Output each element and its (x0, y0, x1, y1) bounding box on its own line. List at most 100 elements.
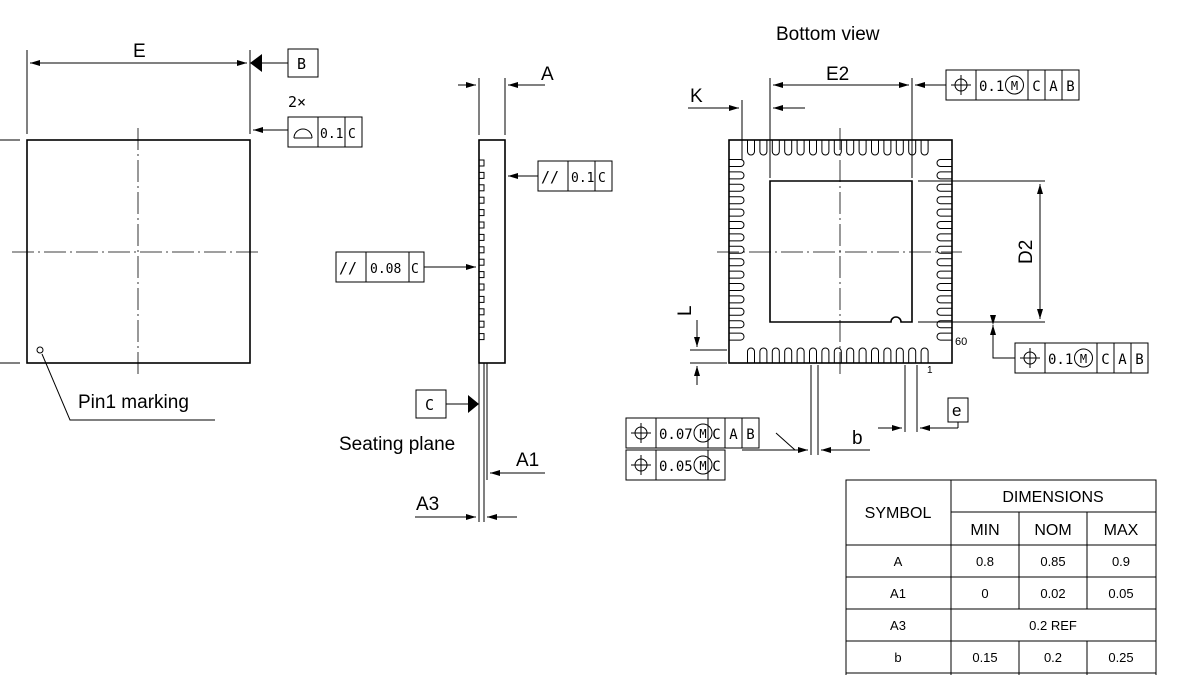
side-pad (478, 258, 485, 266)
col-max: MAX (1104, 522, 1139, 539)
exposed-pad (769, 180, 913, 323)
modifier-label: M (699, 459, 706, 473)
pad (895, 347, 904, 363)
datum-ref: C (712, 427, 720, 443)
dim-A3-label: A3 (416, 494, 439, 515)
side-pad (478, 171, 485, 179)
pad (936, 270, 952, 279)
table-row: b 0.15 0.2 0.25 (894, 650, 1133, 665)
pad (729, 332, 745, 341)
tolerance-value: 0.1 (979, 79, 1004, 95)
side-view: A // 0.1 C // 0.08 C C Seating plane A1 … (335, 64, 613, 522)
parallel-tolerance-1: 0.1 (571, 171, 594, 186)
cell-symbol: A1 (890, 586, 906, 601)
pad (771, 347, 780, 363)
mmc-modifier (1074, 348, 1093, 368)
pad (759, 140, 768, 156)
pad (796, 347, 805, 363)
pad (920, 347, 929, 363)
side-pad (478, 196, 485, 204)
cell-min: 0.15 (972, 650, 997, 665)
tolerance-value: 0.05 (659, 459, 693, 475)
parallel-datum-2: C (411, 262, 419, 277)
pad (784, 140, 793, 156)
bottom-view-title: Bottom view (776, 24, 880, 45)
pad (729, 233, 745, 242)
cell-max: 0.25 (1108, 650, 1133, 665)
pads (729, 140, 952, 363)
datum-B-label: B (297, 55, 306, 73)
pad (729, 171, 745, 180)
pad (936, 208, 952, 217)
datum-C-label: C (425, 396, 434, 414)
pad (936, 221, 952, 229)
pad (729, 208, 745, 217)
pin-1-label: 1 (927, 365, 933, 376)
pad (920, 140, 929, 156)
side-pad (478, 209, 485, 217)
pad (729, 159, 745, 167)
position-icon (631, 423, 651, 443)
dim-E-label: E (133, 41, 146, 62)
symbol-header: SYMBOL (865, 505, 932, 522)
datum-triangle-icon (250, 54, 262, 72)
profile-tolerance: 0.1 (320, 127, 343, 142)
side-pad (478, 283, 485, 291)
pad (936, 307, 952, 316)
pad (759, 347, 768, 363)
dimensions-header: DIMENSIONS (1002, 489, 1103, 506)
pad (729, 196, 745, 205)
pad (747, 140, 755, 156)
pad (784, 347, 793, 363)
pad (796, 140, 805, 156)
dim-e-label: e (952, 401, 961, 420)
pad (821, 140, 830, 156)
cell-nom: 0.2 (1044, 650, 1062, 665)
pad (908, 347, 917, 363)
pad (729, 283, 745, 291)
pad (936, 320, 952, 329)
datum-ref: B (1066, 79, 1074, 95)
package-outline-top (26, 139, 251, 364)
pad (936, 233, 952, 242)
profile-surface-icon (293, 128, 313, 139)
cell-merged: 0.2 REF (1029, 618, 1077, 633)
table-row: A3 0.2 REF (890, 618, 1077, 633)
pad (833, 347, 842, 363)
mmc-modifier (693, 455, 713, 475)
pad (936, 258, 952, 267)
pad (846, 347, 855, 363)
position-icon (1020, 348, 1040, 368)
pad (729, 245, 745, 254)
profile-datum: C (348, 127, 356, 142)
modifier-label: M (699, 427, 706, 441)
pad (871, 140, 879, 156)
cell-min: 0.8 (976, 554, 994, 569)
pad (821, 347, 830, 363)
cell-max: 0.05 (1108, 586, 1133, 601)
modifier-label: M (1011, 79, 1018, 93)
pad (936, 171, 952, 180)
datum-ref: A (729, 427, 738, 443)
side-pad (478, 246, 485, 254)
pad (729, 270, 745, 279)
pad (936, 295, 952, 304)
mmc-modifier (1005, 75, 1024, 95)
pad (729, 295, 745, 304)
pad (883, 347, 892, 363)
cell-nom: 0.02 (1040, 586, 1065, 601)
datum-ref: A (1118, 352, 1127, 368)
modifier-label: M (1080, 352, 1087, 366)
table-row: A1 0 0.02 0.05 (890, 586, 1134, 601)
table-row: A 0.8 0.85 0.9 (894, 554, 1130, 569)
col-nom: NOM (1034, 522, 1071, 539)
position-icon (951, 75, 971, 95)
side-pad (478, 221, 485, 229)
col-min: MIN (970, 522, 999, 539)
datum-ref: C (1032, 79, 1040, 95)
side-pad (478, 295, 485, 303)
parallel-icon: // (339, 259, 357, 277)
pad (729, 258, 745, 267)
